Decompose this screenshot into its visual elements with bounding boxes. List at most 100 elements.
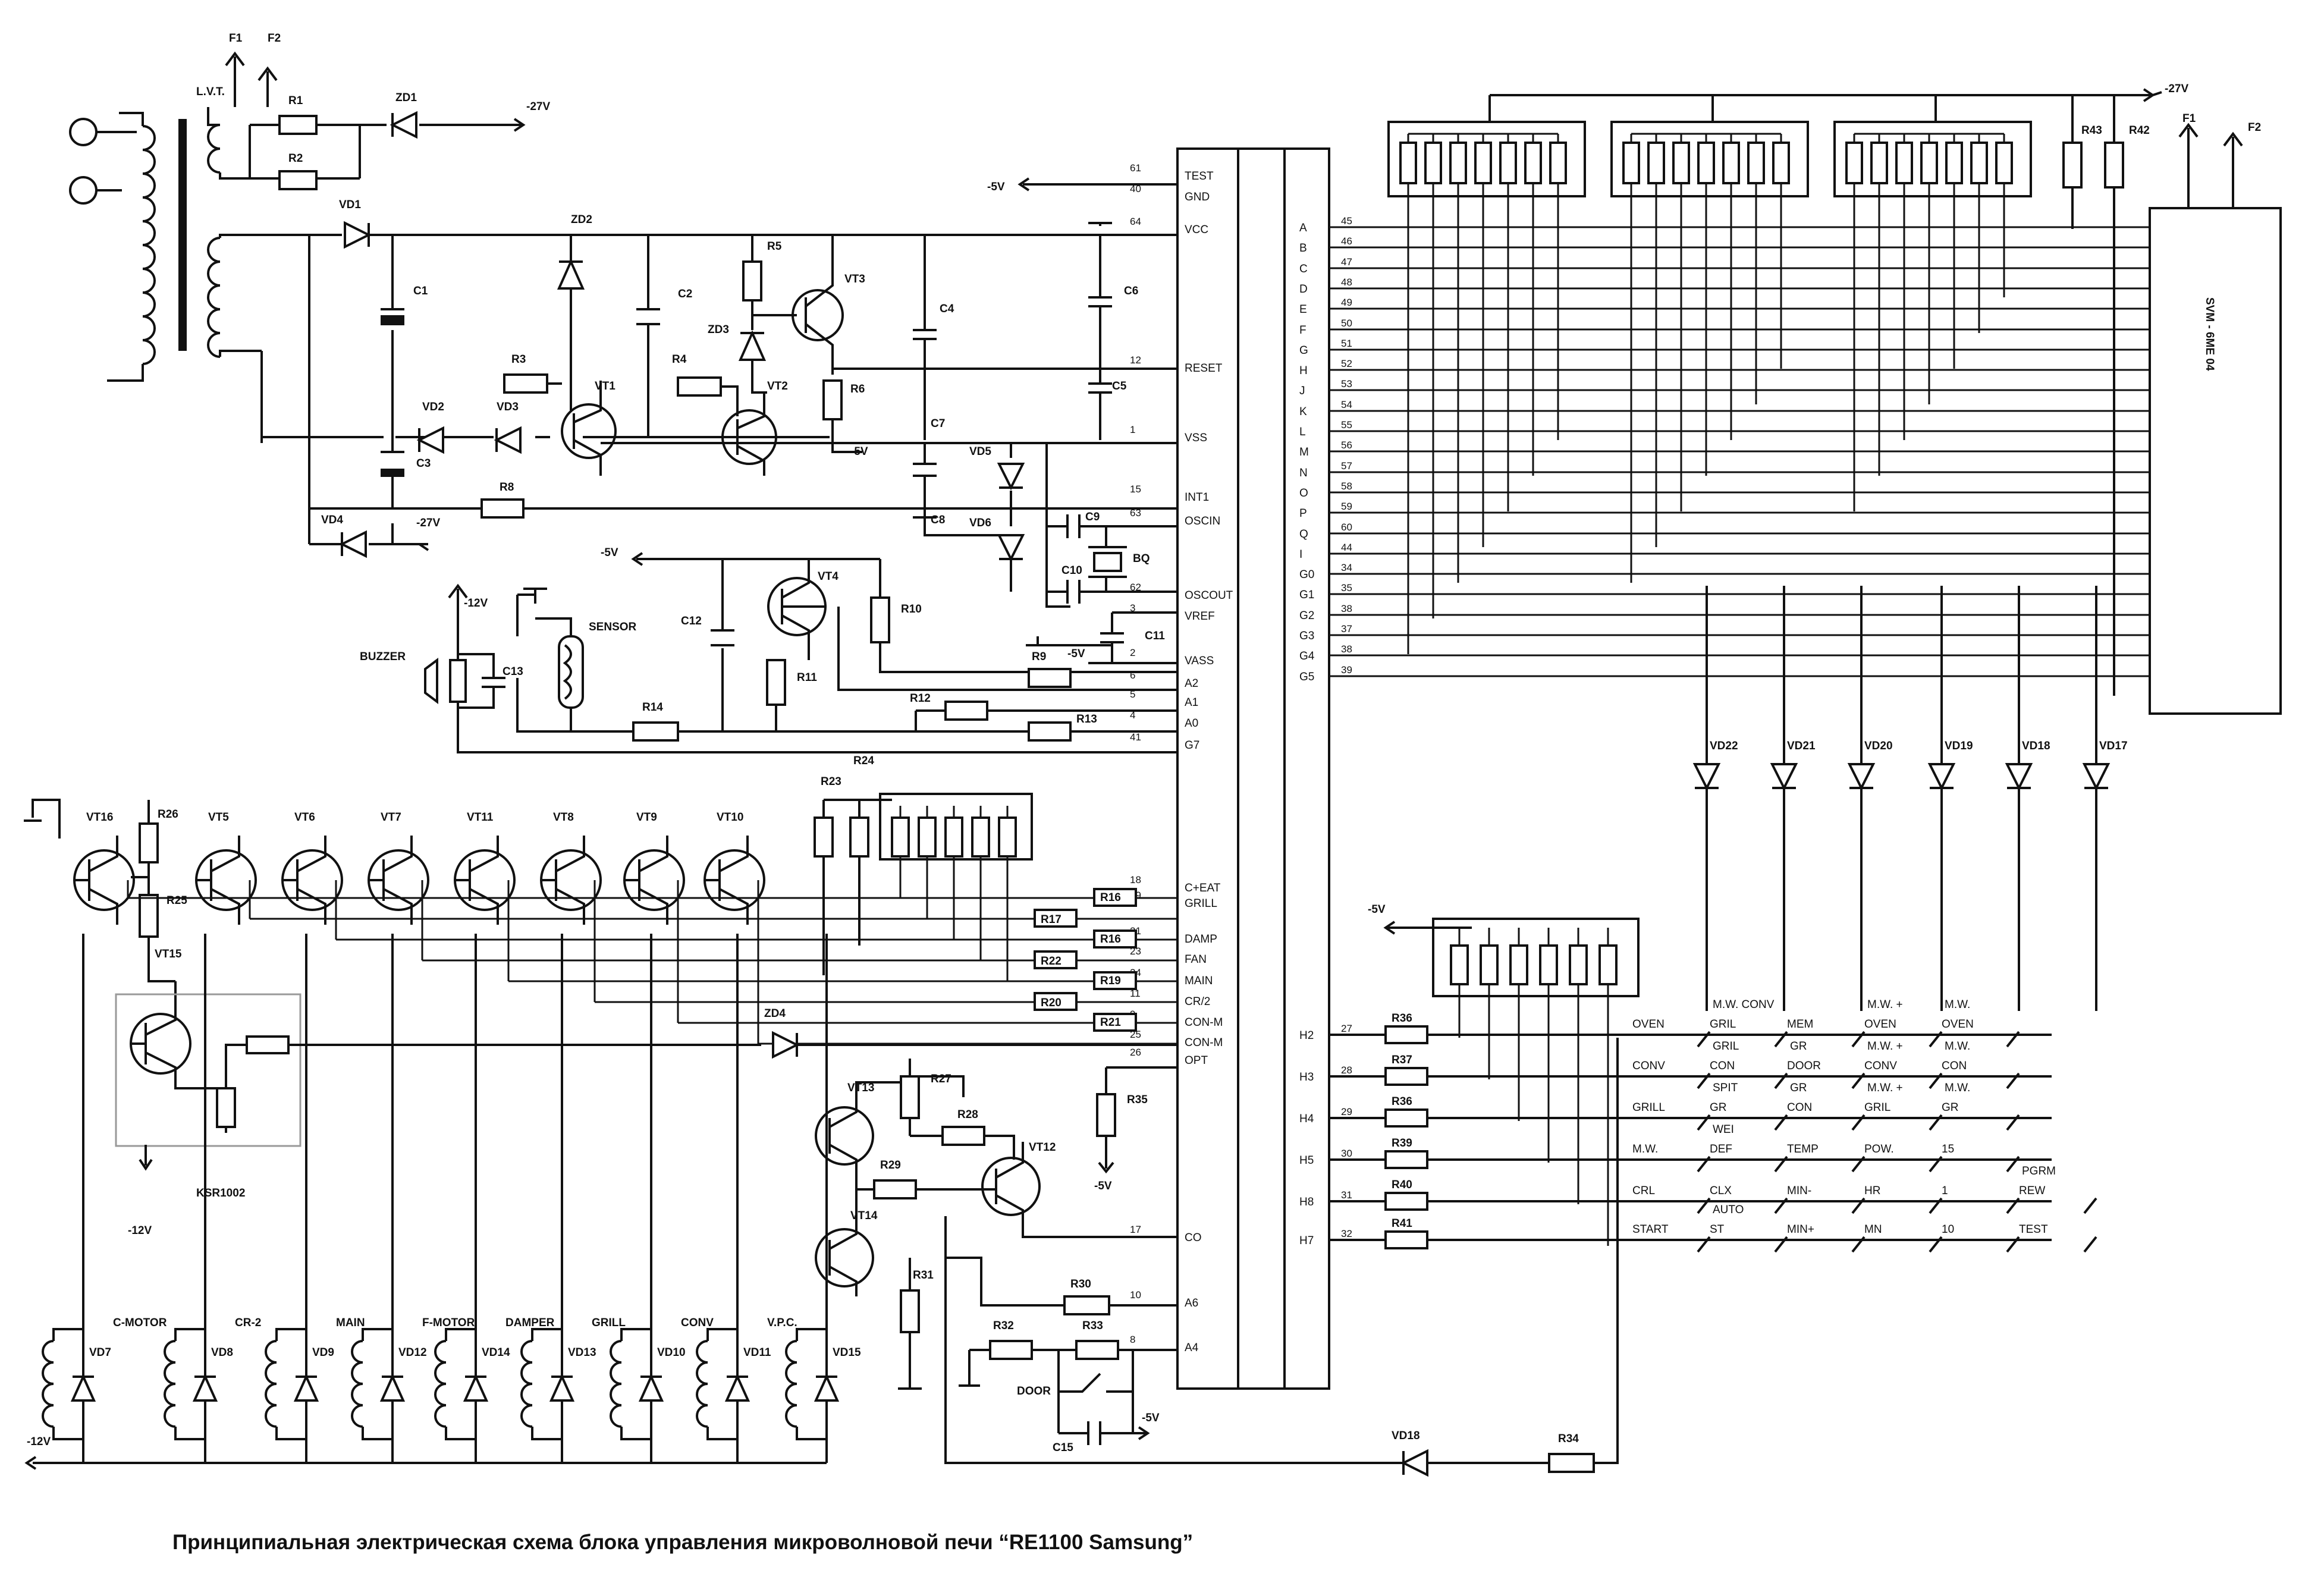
display-f2-label: F2 — [2248, 121, 2261, 134]
ic-pin-number: 53 — [1341, 378, 1352, 390]
ic-pin-number: 5 — [1130, 689, 1135, 700]
relay-coil-icon — [164, 1340, 176, 1428]
vt14-label: VT14 — [850, 1210, 878, 1222]
ic-pin-number: 35 — [1341, 582, 1352, 593]
array-resistor — [1747, 142, 1765, 184]
array-resistor — [1920, 142, 1938, 184]
diode-icon — [1770, 763, 1798, 791]
array-resistor — [1539, 944, 1558, 985]
key-switch — [1697, 1114, 1711, 1131]
ic-pin-number: 26 — [1130, 1047, 1141, 1058]
key-switch — [1929, 1072, 1943, 1089]
key-label: CONV — [1864, 1060, 1897, 1072]
c8-label: C8 — [931, 514, 945, 526]
array-resistor — [1870, 142, 1888, 184]
diode-icon — [379, 1374, 406, 1402]
key-row-resistor — [1384, 1150, 1428, 1169]
r33-label: R33 — [1082, 1320, 1103, 1332]
array-resistor — [1697, 142, 1715, 184]
key-label: OVEN — [1632, 1018, 1665, 1031]
c5-label: C5 — [1112, 380, 1127, 392]
key-row-number: 29 — [1341, 1106, 1352, 1117]
ic-pin-name: D — [1299, 283, 1308, 296]
diode-icon — [2082, 763, 2111, 791]
key-row-number: 28 — [1341, 1064, 1352, 1076]
key-row-resistor-label: R41 — [1392, 1217, 1412, 1230]
r26-label: R26 — [158, 808, 178, 821]
c9-label: C9 — [1085, 511, 1100, 523]
c2-label: C2 — [678, 288, 692, 300]
relay-coils: VD7C-MOTORVD8CR-2VD9MAINVD12F-MOTORVD14D… — [42, 934, 861, 1463]
driver-bus: -12V R23 R24 R16 R17 R16 R22 R19 R20 R21… — [24, 755, 1177, 1470]
ic-pin-name: VCC — [1185, 224, 1208, 236]
vt4-label: VT4 — [818, 570, 838, 583]
ic-pin-name: MAIN — [1185, 975, 1213, 987]
ic-pin-number: 44 — [1341, 542, 1352, 553]
relay-coil-icon — [351, 1340, 363, 1428]
ic-pin-name: DAMP — [1185, 933, 1217, 946]
ic-pin-number: 54 — [1341, 399, 1352, 410]
r32-label: R32 — [993, 1320, 1014, 1332]
ic-pin-name: OPT — [1185, 1054, 1208, 1067]
array-resistor — [1945, 142, 1963, 184]
relay-coil-icon — [785, 1340, 797, 1428]
array-resistor — [998, 817, 1017, 858]
key-row-number: 27 — [1341, 1023, 1352, 1034]
keypad-matrix: H227R36H328R37H429R36H530R39H831R40H732R… — [1299, 998, 2097, 1253]
neg27-top-label: -27V — [526, 101, 550, 113]
key-label: CON — [1710, 1060, 1735, 1072]
r16b-label: R16 — [1100, 933, 1121, 946]
key-label: MN — [1864, 1223, 1882, 1236]
ic-pin-number: 63 — [1130, 507, 1141, 519]
ic-pin-name: CR/2 — [1185, 996, 1210, 1008]
ic-pin-name: O — [1299, 487, 1308, 500]
relay-coil-icon — [42, 1340, 54, 1428]
ic-pin-name: INT1 — [1185, 491, 1209, 504]
neg5-vss-label: -5V — [850, 445, 868, 458]
ic-pin-name: C — [1299, 263, 1308, 275]
diode-icon — [814, 1374, 840, 1402]
ic-pin-number: 48 — [1341, 277, 1352, 288]
ic-pin-name: G5 — [1299, 671, 1314, 683]
relay-name-label: DAMPER — [505, 1317, 555, 1329]
key-label: CONV — [1632, 1060, 1665, 1072]
lower-rail: R8 VD4 -27V — [309, 481, 1177, 558]
ic-pin-name: G7 — [1185, 739, 1199, 752]
neg5-sensor-label: -5V — [601, 547, 618, 559]
ic-pin-number: 46 — [1341, 235, 1352, 247]
relay-diode-label: VD15 — [833, 1346, 861, 1359]
vd6-label: VD6 — [969, 517, 991, 529]
ic-pin-name: GND — [1185, 191, 1210, 203]
relay-diode-label: VD8 — [211, 1346, 233, 1359]
c10-label: C10 — [1061, 564, 1082, 577]
key-top-label: M.W. + — [1867, 998, 1903, 1011]
r19-label: R19 — [1100, 975, 1121, 987]
ic-pin-name: G3 — [1299, 630, 1314, 642]
key-label: MIN- — [1787, 1185, 1811, 1197]
transistor-label: VT10 — [717, 811, 743, 824]
key-switch — [1697, 1031, 1711, 1048]
ic-pin-number: 6 — [1130, 670, 1135, 681]
c4-label: C4 — [940, 303, 954, 315]
array-resistor — [1399, 142, 1417, 184]
r20-label: R20 — [1041, 997, 1061, 1009]
relay-diode-label: VD7 — [89, 1346, 111, 1359]
zd2-label: ZD2 — [571, 213, 592, 226]
key-label: POW. — [1864, 1143, 1894, 1155]
array-resistor — [1895, 142, 1913, 184]
door-label: DOOR — [1017, 1385, 1051, 1398]
key-row-resistor-label: R40 — [1392, 1179, 1412, 1191]
key-switch — [1851, 1114, 1866, 1131]
display-f1-label: F1 — [2182, 112, 2196, 125]
key-switch — [1774, 1236, 1788, 1253]
ic-pin-name: OSCOUT — [1185, 589, 1233, 602]
ic-pin-name: A6 — [1185, 1297, 1198, 1309]
ic-pin-name: B — [1299, 242, 1307, 255]
ic-pin-name: VSS — [1185, 432, 1207, 444]
neg12-bottom-label: -12V — [27, 1436, 51, 1448]
ic-pin-number: 34 — [1341, 562, 1352, 573]
ic-pin-number: 51 — [1341, 338, 1352, 349]
caption: Принципиальная электрическая схема блока… — [172, 1531, 1193, 1554]
